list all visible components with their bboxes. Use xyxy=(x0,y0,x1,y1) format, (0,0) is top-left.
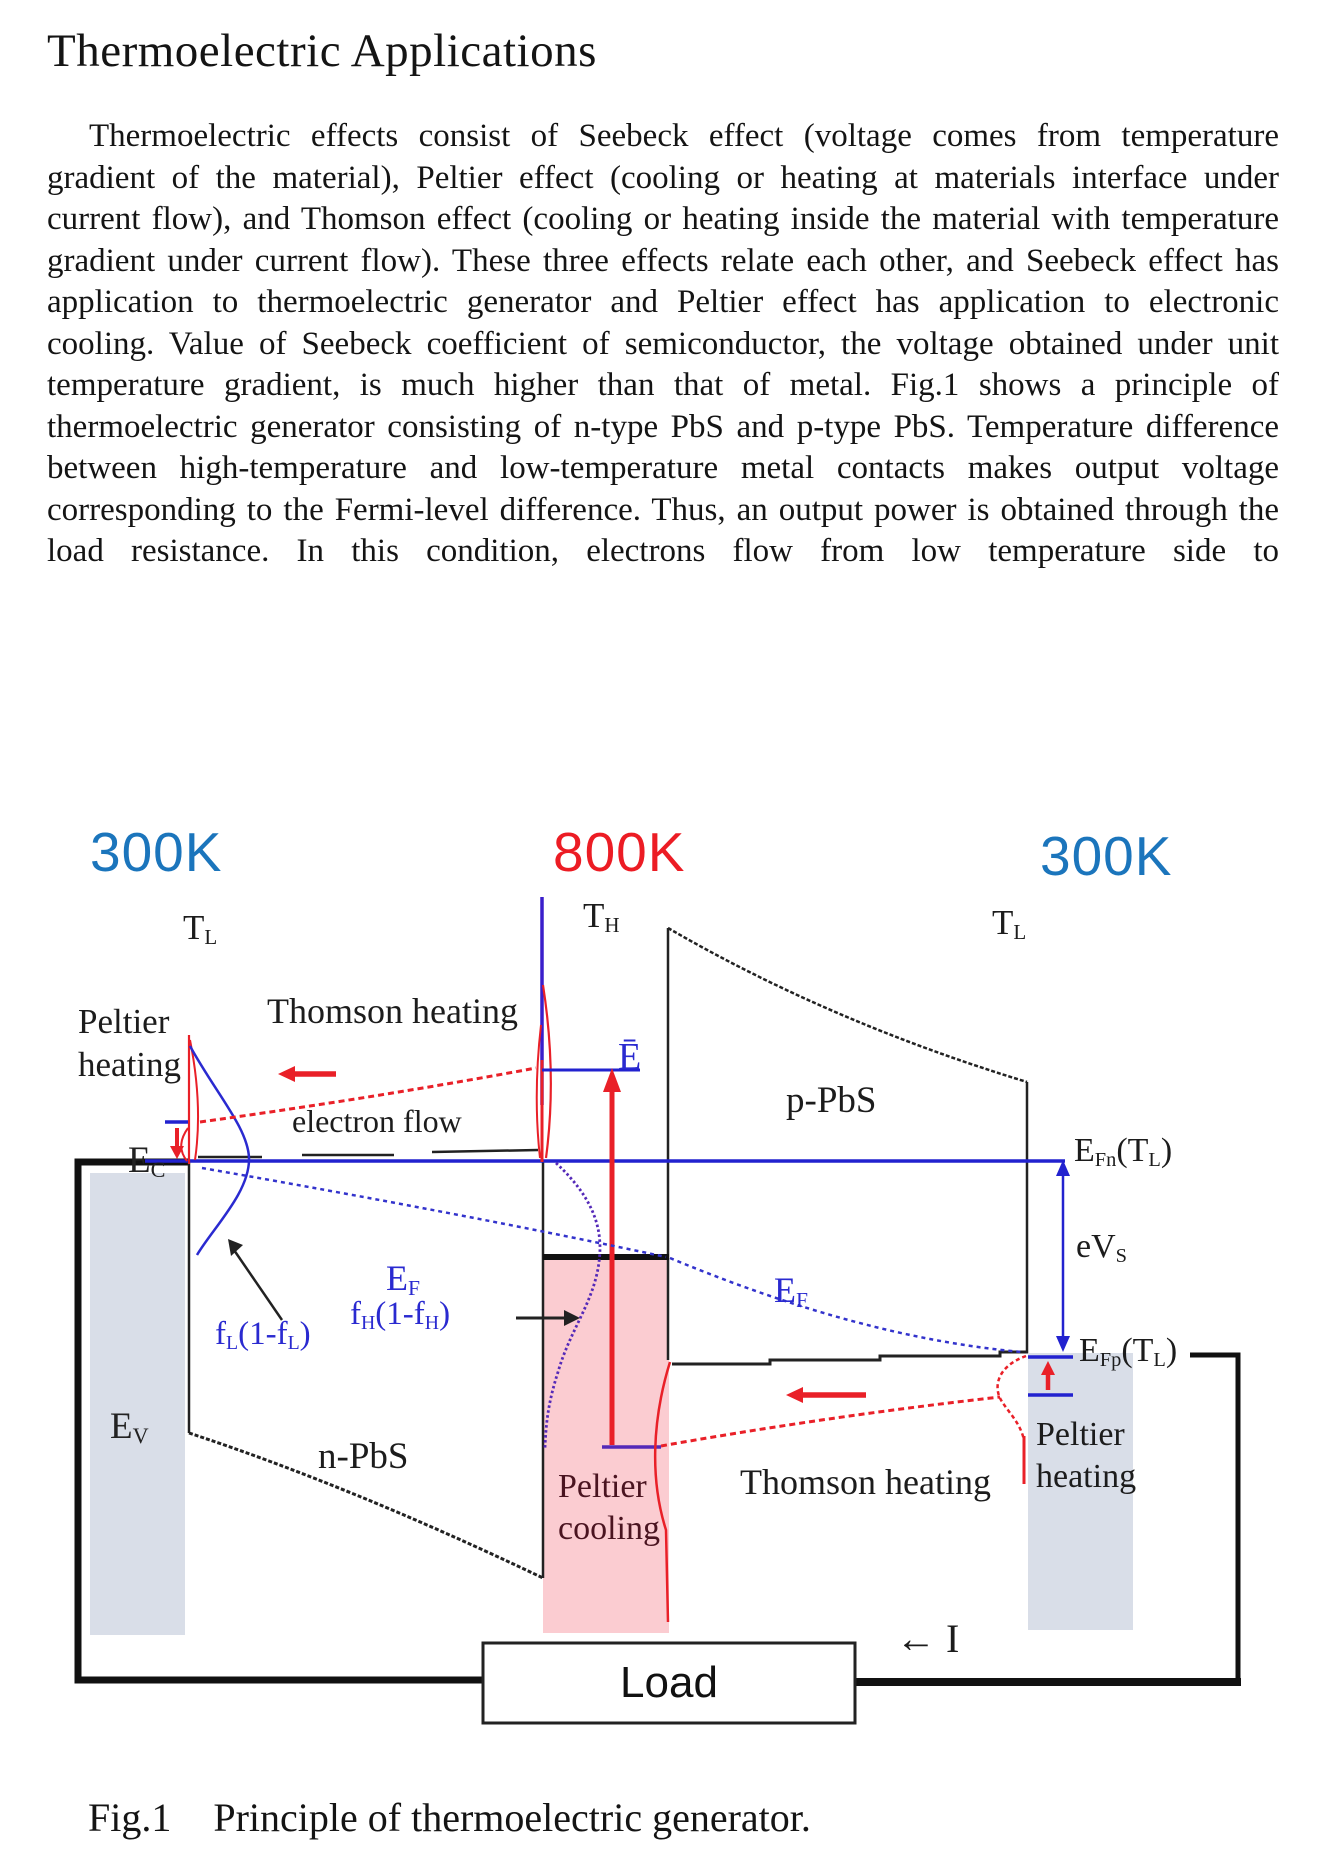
temp-label-left: 300K xyxy=(90,821,223,883)
thomson-heating-paths xyxy=(199,1066,1027,1484)
ev-label: EV xyxy=(110,1406,149,1449)
tl-right-label: TL xyxy=(992,903,1027,945)
electron-flow-label: electron flow xyxy=(292,1103,462,1139)
thomson-heating-top-label: Thomson heating xyxy=(267,991,518,1031)
body-paragraph: Thermoelectric effects consist of Seebec… xyxy=(47,118,1279,569)
fermi-level-curves xyxy=(201,1166,1023,1354)
fl-distribution-label: fL(1-fL) xyxy=(215,1316,311,1354)
n-pbs-label: n-PbS xyxy=(318,1436,409,1477)
thomson-heating-bottom-label: Thomson heating xyxy=(740,1462,991,1502)
peltier-heating-right-label: Peltier heating xyxy=(1036,1416,1137,1496)
n-pbs-band-edges xyxy=(187,1162,545,1580)
peltier-cooling-label: Peltier cooling xyxy=(558,1468,660,1548)
ef-right-label: EF xyxy=(774,1270,809,1313)
p-pbs-band-edges xyxy=(666,926,1029,1366)
cold-junction-distributions xyxy=(165,1035,251,1256)
fh-distribution-label: fH(1-fH) xyxy=(350,1296,451,1334)
temp-label-right: 300K xyxy=(1040,825,1173,887)
figure-caption: Fig.1 Principle of thermoelectric generat… xyxy=(88,1794,811,1841)
right-metal-contact xyxy=(1028,1353,1133,1630)
efp-label: EFp(TL) xyxy=(1079,1332,1178,1371)
current-direction-label: ← I xyxy=(896,1616,960,1661)
page-title: Thermoelectric Applications xyxy=(47,25,597,77)
circuit-wiring xyxy=(74,1158,1241,1686)
mean-energy-label: Ē xyxy=(618,1036,642,1078)
conduction-band-steps xyxy=(198,1148,539,1159)
evs-label: eVS xyxy=(1076,1228,1127,1267)
peltier-cooling-region xyxy=(543,1257,669,1633)
caption-number: Fig.1 xyxy=(88,1795,172,1840)
load-box xyxy=(481,1641,857,1725)
left-metal-contact xyxy=(90,1173,185,1635)
temp-label-hot: 800K xyxy=(553,821,686,883)
load-label: Load xyxy=(620,1658,718,1707)
distribution-pointer-arrows xyxy=(228,1239,580,1326)
peltier-heating-left-label: Peltier heating xyxy=(78,1002,182,1085)
energy-gain-arrow xyxy=(603,1068,621,1445)
caption-text: Principle of thermoelectric generator. xyxy=(213,1795,811,1840)
tl-left-label: TL xyxy=(183,908,218,950)
output-voltage-arrow xyxy=(1028,1160,1073,1397)
th-label: TH xyxy=(583,896,620,938)
ec-label: EC xyxy=(128,1140,166,1183)
p-pbs-label: p-PbS xyxy=(786,1080,877,1121)
ef-left-label: EF xyxy=(386,1258,421,1301)
efn-label: EFn(TL) xyxy=(1074,1132,1173,1171)
